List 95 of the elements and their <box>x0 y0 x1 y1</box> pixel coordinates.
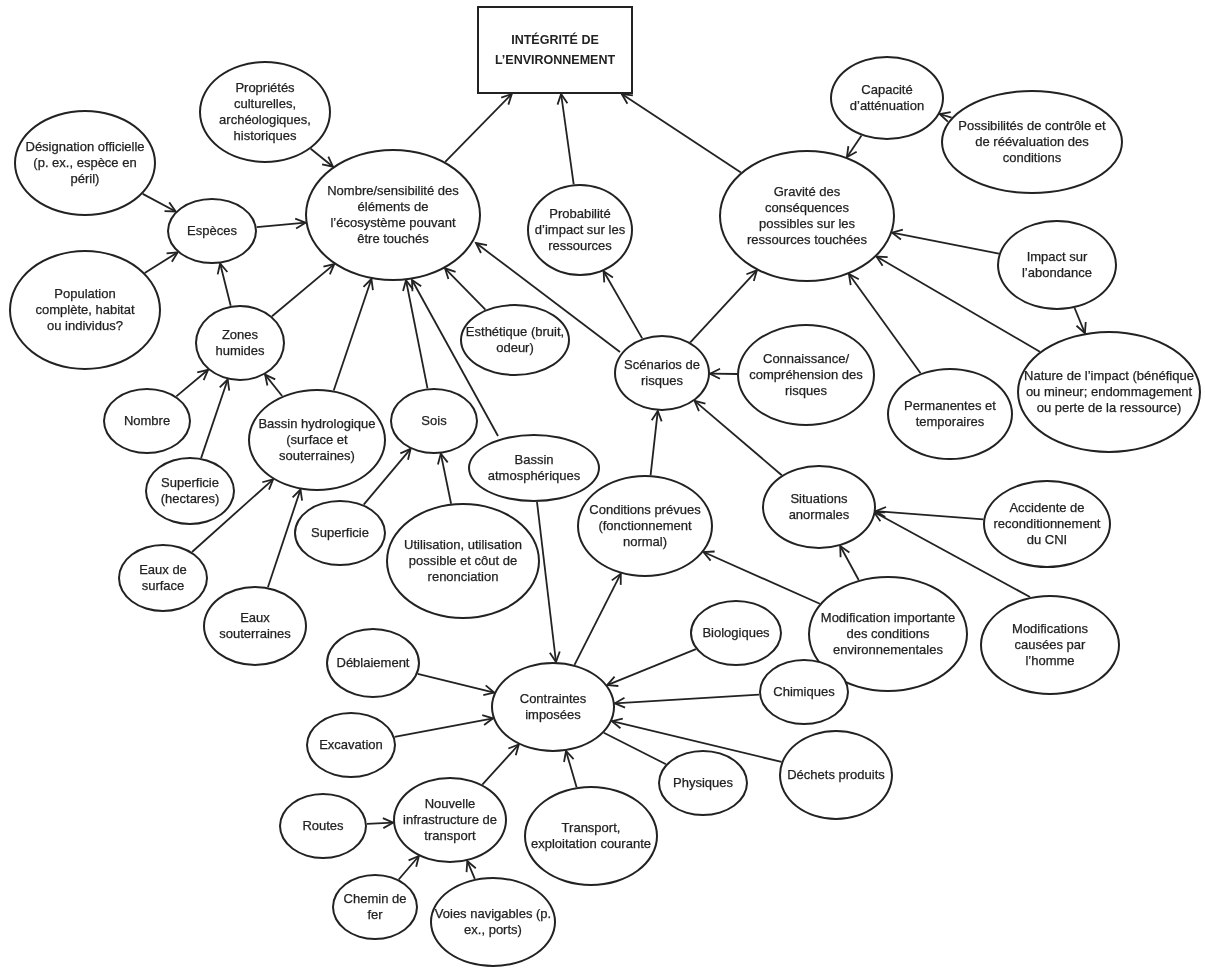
node-label: Gravité des conséquences possibles sur les ressources touchées <box>746 184 868 248</box>
arrow <box>416 673 496 696</box>
arrow <box>264 373 283 397</box>
arrow <box>938 111 953 123</box>
arrow <box>216 262 232 307</box>
arrow <box>563 750 578 789</box>
node-label: Situations anormales <box>787 491 851 523</box>
arrow <box>393 714 494 738</box>
node-label: Zones humides <box>214 327 266 359</box>
node-label: Eaux de surface <box>138 562 188 594</box>
arrow <box>444 93 513 163</box>
node-label: Possibilités de contrôle et de réévaluation des conditions <box>957 118 1107 166</box>
concept-ellipse <box>468 434 600 502</box>
arrow <box>366 817 394 830</box>
arrow <box>411 279 499 437</box>
node-label: Capacité d’atténuation <box>848 82 926 114</box>
node-label: Scénarios de risques <box>623 357 701 389</box>
arrow <box>200 378 231 459</box>
arrow <box>874 506 985 521</box>
node-label: Sois <box>420 413 448 429</box>
node-label: Déblaiement <box>335 655 411 671</box>
node-label: Bassin hydrologique (surface et souterraines) <box>257 416 377 464</box>
arrow <box>271 263 336 318</box>
node-label: Contraintes imposées <box>518 691 588 723</box>
concept-ellipse <box>390 388 478 454</box>
node-label: Physiques <box>672 775 734 791</box>
node-label: Modification importante des conditions environnementales <box>819 610 957 658</box>
node-label: Esthétique (bruit, odeur) <box>465 324 565 356</box>
arrow <box>465 860 477 880</box>
arrow <box>255 217 307 230</box>
node-label: Biologiques <box>701 625 771 641</box>
arrow <box>875 255 1041 353</box>
arrow <box>839 545 860 581</box>
node-label: Impact sur l’abondance <box>1020 249 1094 281</box>
node-label: Bassin atmosphériques <box>486 452 582 484</box>
arrow <box>397 855 420 881</box>
arrow <box>891 228 1000 255</box>
concept-ellipse <box>386 503 540 619</box>
arrow <box>175 368 209 398</box>
node-label: Espèces <box>186 223 238 239</box>
arrow <box>702 550 821 605</box>
node-label: Chimiques <box>772 684 836 700</box>
node-label: Connaissance/ compréhension des risques <box>748 351 864 399</box>
title-box <box>477 6 633 94</box>
node-label: Modifications causées par l’homme <box>1011 621 1089 669</box>
node-label: Nombre <box>122 413 172 429</box>
concept-ellipse <box>195 305 285 381</box>
arrow <box>620 93 742 174</box>
node-label: Population complète, habitat ou individus? <box>34 286 136 334</box>
arrow <box>437 452 452 505</box>
node-label: Excavation <box>318 737 384 753</box>
node-label: Nouvelle infrastructure de transport <box>402 796 498 844</box>
node-label: Permanentes et temporaires <box>903 398 997 430</box>
node-label: Transport, exploitation courante <box>531 820 651 852</box>
arrow <box>613 693 760 709</box>
arrow <box>649 410 663 477</box>
node-label: Voies navigables (p. ex., ports) <box>433 906 553 938</box>
arrow <box>556 93 575 186</box>
node-label: INTÉGRITÉ DE L’ENVIRONNEMENT <box>493 31 617 69</box>
node-label: Conditions prévues (fonctionnement normal) <box>588 502 702 550</box>
arrow <box>873 511 1031 598</box>
concept-ellipse <box>460 304 570 376</box>
node-label: Chemin de fer <box>342 891 408 923</box>
arrow <box>191 478 274 553</box>
arrow <box>848 273 922 375</box>
arrow <box>846 134 863 159</box>
concept-ellipse <box>614 335 710 411</box>
node-label: Nombre/sensibilité des éléments de l’écosystème pouvant être touchés <box>326 183 460 247</box>
arrow <box>402 279 429 390</box>
arrow <box>475 242 621 353</box>
concept-ellipse <box>145 457 235 525</box>
node-label: Utilisation, utilisation possible et côut de renonciation <box>403 537 523 585</box>
node-label: Eaux souterraines <box>218 610 292 642</box>
arrow <box>602 270 644 340</box>
node-label: Superficie (hectares) <box>159 475 221 507</box>
arrow <box>709 367 738 380</box>
node-label: Superficie <box>310 525 370 541</box>
arrow <box>267 488 303 589</box>
node-label: Accidente de reconditionnement du CNI <box>992 500 1102 548</box>
concept-ellipse <box>118 544 208 612</box>
arrow <box>332 278 374 392</box>
node-label: Déchets produits <box>786 767 886 783</box>
arrow <box>1073 307 1087 334</box>
arrow <box>536 501 561 663</box>
concept-ellipse <box>294 500 386 566</box>
node-label: Propriétés culturelles, archéologiques, historiques <box>218 80 312 144</box>
node-label: Désignation officielle (p. ex., espèce en péril) <box>24 139 146 187</box>
arrow <box>606 648 697 687</box>
node-label: Probabilité d’impact sur les ressources <box>533 206 627 254</box>
concept-ellipse <box>690 600 782 666</box>
arrow <box>693 400 783 477</box>
node-label: Routes <box>301 818 345 834</box>
node-label: Nature de l’impact (bénéfique ou mineur; endommagement ou perte de la ressource) <box>1024 368 1194 416</box>
arrow <box>611 717 783 763</box>
arrow <box>444 267 487 311</box>
